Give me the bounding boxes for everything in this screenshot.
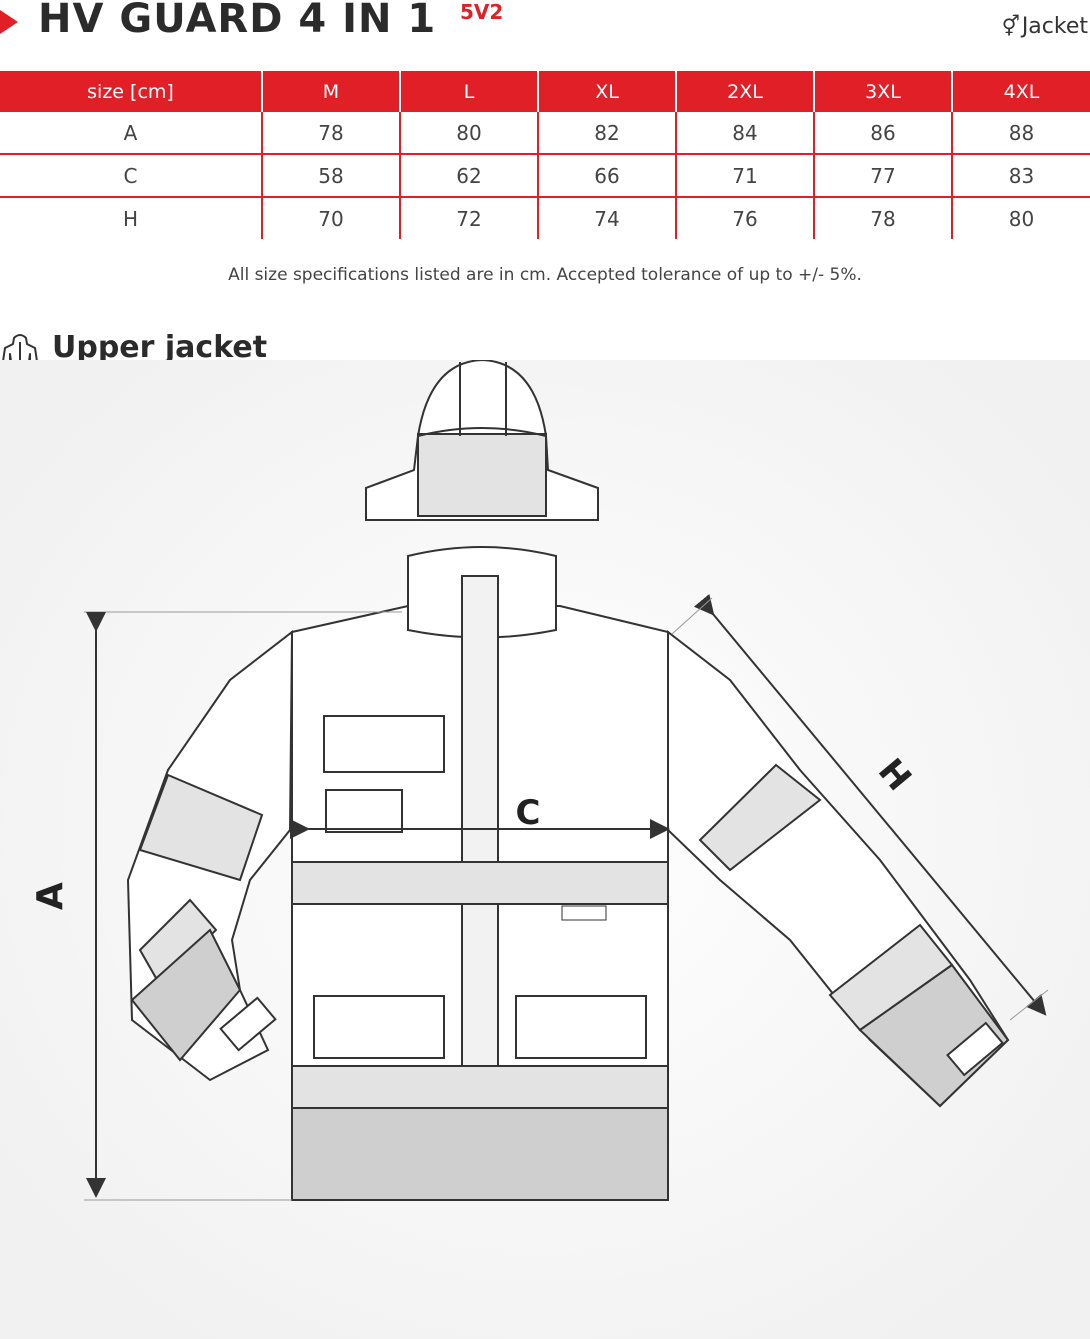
table-cell: 80 (399, 112, 538, 155)
unisex-icon: ⚥ (1001, 14, 1020, 38)
row-label: C (0, 154, 262, 198)
product-version: 5V2 (460, 0, 504, 24)
table-cell: 74 (537, 197, 676, 239)
table-cell: 76 (675, 197, 814, 239)
table-row: H 70 72 74 76 78 80 (0, 197, 1090, 239)
size-table: size [cm] M L XL 2XL 3XL 4XL A 78 80 82 … (0, 71, 1090, 239)
hood-drawing (365, 360, 599, 521)
table-cell: 66 (537, 154, 676, 198)
table-cell: 78 (813, 197, 952, 239)
row-label: H (122, 206, 139, 231)
table-cell: 62 (399, 154, 538, 198)
label-c: C (516, 793, 541, 833)
arrow-icon (0, 10, 18, 34)
table-cell: 72 (399, 197, 538, 239)
table-cell: 86 (813, 112, 952, 155)
size-col-header: M (261, 71, 400, 112)
size-table-header: size [cm] M L XL 2XL 3XL 4XL (0, 71, 1090, 112)
table-cell: 71 (675, 154, 814, 198)
table-cell: 83 (951, 154, 1090, 198)
table-row: A 78 80 82 84 86 88 (0, 112, 1090, 155)
row-label: A (0, 112, 262, 155)
category-label: Jacket (1021, 14, 1088, 39)
size-col-header: L (399, 71, 538, 112)
product-title: HV GUARD 4 IN 1 (38, 0, 437, 42)
measurement-c: C (290, 793, 670, 839)
jacket-technical-drawing: A C H (0, 360, 1090, 1339)
table-cell: 58 (261, 154, 400, 198)
size-header-label: size [cm] (0, 71, 262, 112)
page-header: HV GUARD 4 IN 1 5V2 ⚥Jacket (0, 0, 1090, 50)
size-col-header: 4XL (951, 71, 1090, 112)
label-a: A (30, 882, 71, 910)
gender-category: ⚥Jacket (1002, 14, 1088, 39)
measurement-a: A (30, 611, 402, 1201)
table-cell: 88 (951, 112, 1090, 155)
size-col-header: XL (537, 71, 676, 112)
table-row: C 58 62 66 71 77 83 (0, 154, 1090, 198)
table-cell: 78 (261, 112, 400, 155)
table-cell: 70 (261, 197, 400, 239)
table-cell: 84 (675, 112, 814, 155)
table-cell: 82 (537, 112, 676, 155)
table-cell: 77 (813, 154, 952, 198)
tolerance-note: All size specifications listed are in cm… (228, 265, 862, 285)
table-cell: 80 (951, 197, 1090, 239)
size-col-header: 2XL (675, 71, 814, 112)
size-col-header: 3XL (813, 71, 952, 112)
